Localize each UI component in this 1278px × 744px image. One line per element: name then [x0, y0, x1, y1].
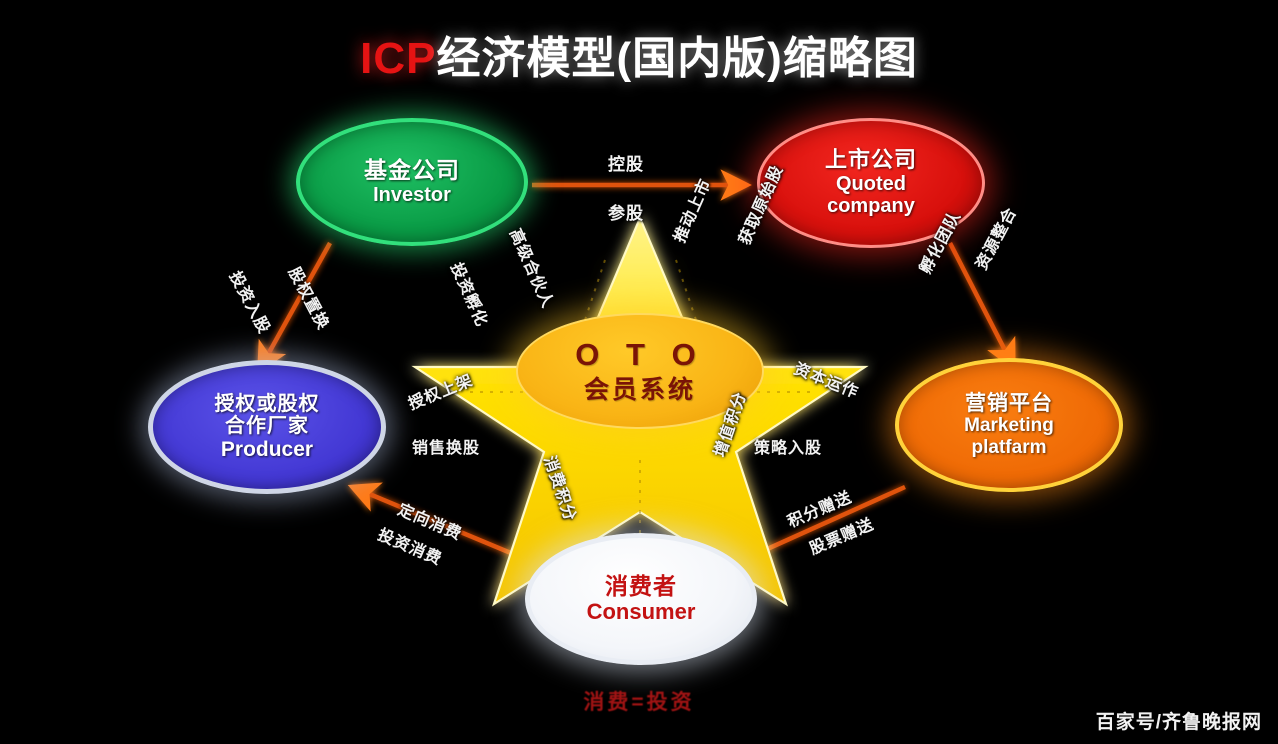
- node-marketing-cn: 营销平台: [965, 391, 1053, 415]
- node-marketing-en: Marketing: [964, 415, 1054, 437]
- oto-sublabel: 会员系统: [583, 376, 696, 405]
- node-consumer-cn: 消费者: [605, 572, 677, 599]
- oto-label: O T O: [575, 336, 705, 372]
- node-marketing-platform[interactable]: 营销平台 Marketing platfarm: [895, 358, 1123, 492]
- node-producer-cn: 授权或股权: [214, 392, 320, 415]
- star-label-strategic-investment: 策略入股: [754, 440, 823, 457]
- connector-arrows: [257, 169, 1016, 564]
- node-consumer[interactable]: 消费者 Consumer: [525, 533, 757, 665]
- node-quoted-en: Quoted: [836, 172, 906, 195]
- title-accent: ICP: [360, 34, 437, 83]
- node-investor-cn: 基金公司: [364, 156, 460, 183]
- star-label-sales-equity-swap: 销售换股: [412, 440, 481, 457]
- node-marketing-en2: platfarm: [971, 436, 1047, 458]
- page-title: ICP经济模型(国内版)缩略图: [0, 22, 1278, 86]
- node-consumer-en: Consumer: [586, 598, 696, 624]
- edge-label-shareholding: 参股: [608, 204, 644, 223]
- footer-watermark: 百家号/齐鲁晚报网: [1095, 712, 1262, 733]
- node-producer-cn2: 合作厂家: [225, 415, 309, 438]
- node-producer-en: Producer: [220, 437, 314, 461]
- node-quoted-en2: company: [827, 195, 915, 218]
- node-oto-member-system[interactable]: O T O 会员系统: [516, 313, 764, 429]
- bottom-note: 消费=投资: [583, 691, 695, 714]
- node-producer[interactable]: 授权或股权 合作厂家 Producer: [148, 360, 386, 494]
- title-rest: 经济模型(国内版)缩略图: [436, 34, 918, 83]
- edge-label-holding: 控股: [608, 155, 644, 174]
- node-quoted-cn: 上市公司: [824, 147, 917, 173]
- node-investor[interactable]: 基金公司 Investor: [296, 118, 528, 246]
- node-quoted-company[interactable]: 上市公司 Quoted company: [757, 118, 985, 248]
- node-investor-en: Investor: [373, 183, 451, 206]
